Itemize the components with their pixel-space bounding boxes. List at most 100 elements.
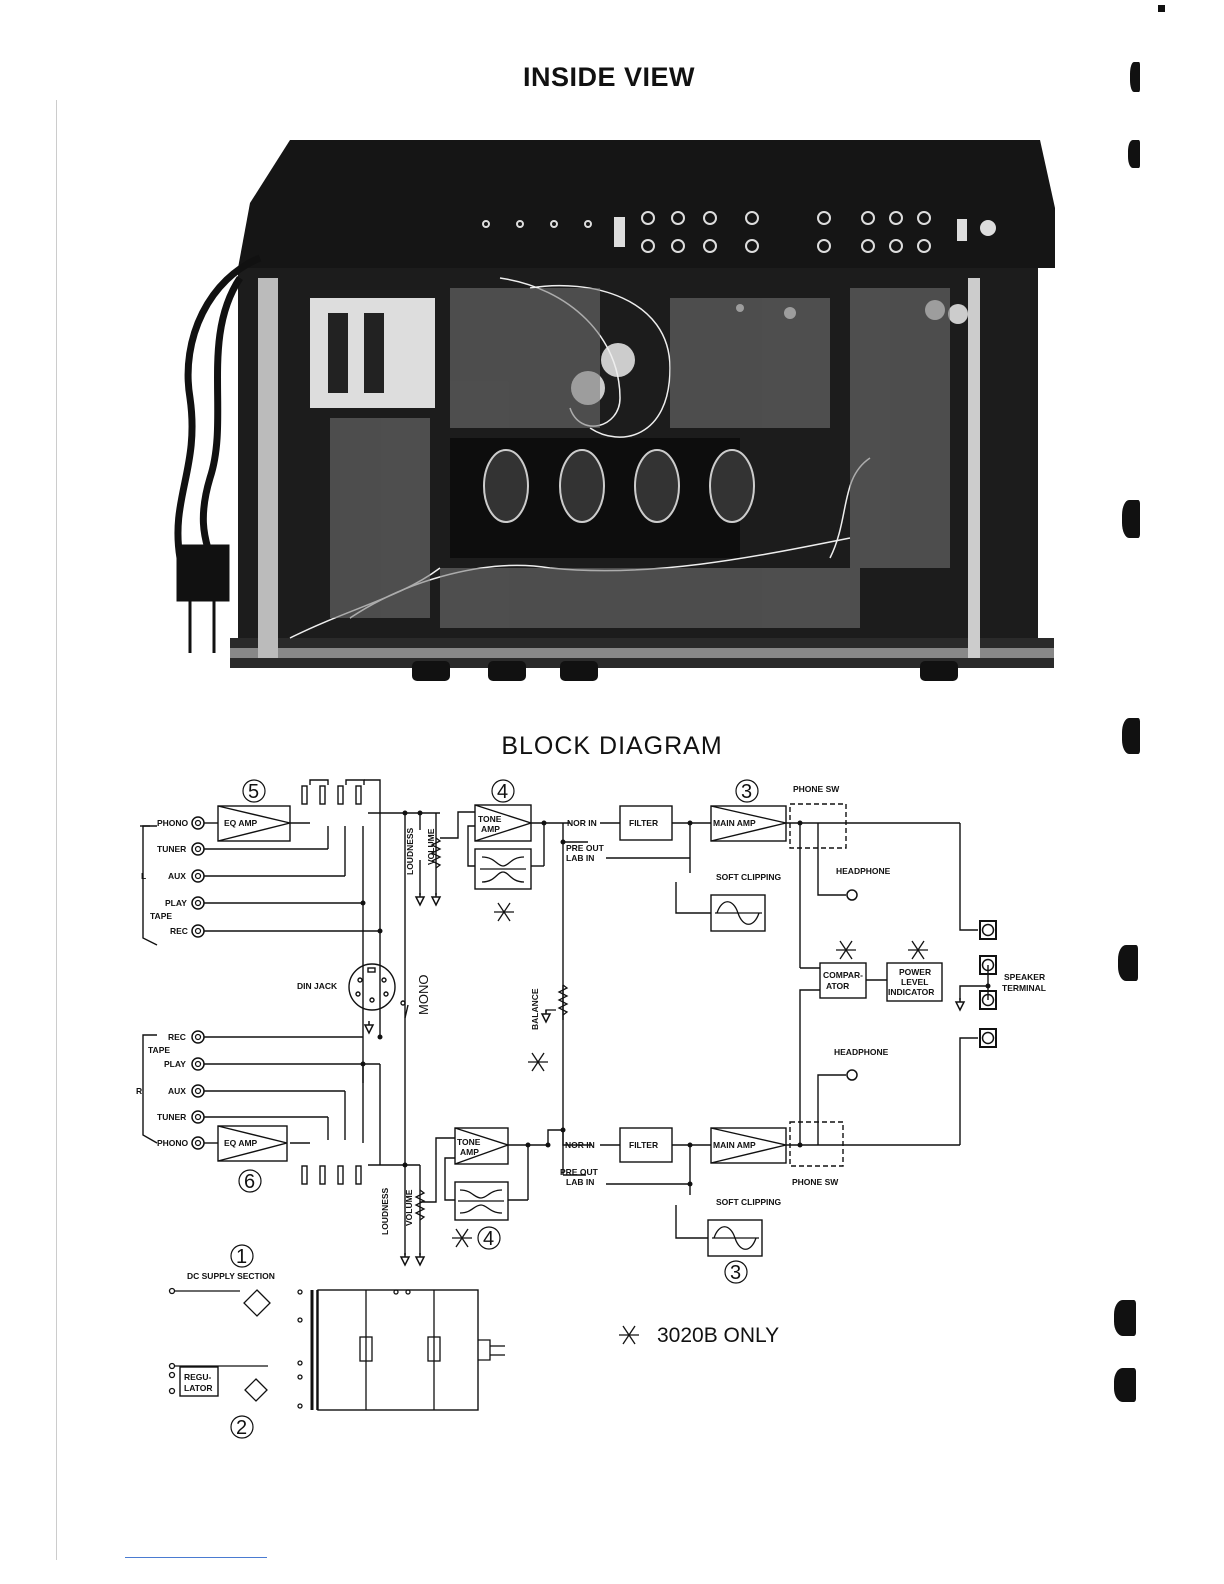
input-label-tuner-r: TUNER — [157, 1112, 186, 1122]
input-label-play-r: PLAY — [164, 1059, 186, 1069]
input-label-tuner-l: TUNER — [157, 844, 186, 854]
ref-number-3-bottom: 3 — [730, 1262, 741, 1284]
ref-number-4-right: 4 — [483, 1228, 494, 1250]
blocks — [179, 804, 943, 1411]
eq-amp-left-block — [217, 805, 291, 842]
power-level-label-1: POWER — [899, 967, 931, 977]
main-amp-right-label: MAIN AMP — [713, 1140, 756, 1150]
headphone-left-label: HEADPHONE — [836, 866, 891, 876]
output-transistors — [450, 438, 755, 558]
power-cord — [174, 254, 262, 653]
punch-hole-mark — [1130, 62, 1140, 92]
phone-sw-left-label: PHONE SW — [793, 784, 840, 794]
punch-hole-mark — [1114, 1300, 1136, 1336]
power-transformer — [310, 298, 435, 408]
volume-pot-right — [414, 1189, 426, 1221]
tone-amp-right-label-1: TONE — [457, 1137, 481, 1147]
power-supply-section — [168, 1287, 505, 1410]
loudness-label-left: LOUDNESS — [405, 827, 415, 875]
main-amp-right-block — [710, 1127, 787, 1164]
input-label-phono-r: PHONO — [157, 1138, 189, 1148]
mono-switch — [400, 1000, 409, 1019]
soft-clipping-right-label: SOFT CLIPPING — [716, 1197, 782, 1207]
input-label-aux-l: AUX — [168, 871, 186, 881]
regulator-label-1: REGU- — [184, 1372, 212, 1382]
tape-label-l: TAPE — [150, 911, 172, 921]
input-label-play-l: PLAY — [165, 898, 187, 908]
page-margin-line — [56, 100, 57, 1560]
filter-left-label: FILTER — [629, 818, 658, 828]
tone-amp-right-label-2: AMP — [460, 1147, 479, 1157]
loudness-label-right: LOUDNESS — [380, 1187, 390, 1235]
input-label-rec-r: REC — [168, 1032, 186, 1042]
punch-hole-mark — [1122, 718, 1140, 754]
ref-number-2: 2 — [236, 1417, 247, 1439]
volume-pot-left — [430, 837, 442, 869]
comparator-block — [819, 962, 867, 999]
ref-number-4-left: 4 — [497, 781, 508, 803]
speaker-terminal-label-1: SPEAKER — [1004, 972, 1045, 982]
soft-clipping-left-label: SOFT CLIPPING — [716, 872, 782, 882]
eq-amp-left-label: EQ AMP — [224, 818, 258, 828]
selector-switch-bank — [301, 779, 381, 1185]
comparator-label-1: COMPAR- — [823, 970, 863, 980]
nor-in-left-label: NOR IN — [567, 818, 597, 828]
volume-label-right: VOLUME — [404, 1189, 414, 1226]
lab-in-right-label: LAB IN — [566, 1177, 594, 1187]
rear-panel-jacks — [482, 211, 996, 253]
punch-hole-mark — [1114, 1368, 1136, 1402]
waveform-glyphs — [458, 856, 762, 1250]
input-label-phono-l: PHONO — [157, 818, 189, 828]
tape-label-r: TAPE — [148, 1045, 170, 1055]
regulator-block — [179, 1366, 219, 1397]
footnote-3020b-only: 3020B ONLY — [657, 1324, 779, 1347]
filter-right-label: FILTER — [629, 1140, 658, 1150]
tone-amp-left-label-1: TONE — [478, 814, 502, 824]
power-level-label-2: LEVEL — [901, 977, 928, 987]
ac-section-block — [317, 1289, 479, 1411]
dc-supply-label: DC SUPPLY SECTION — [187, 1271, 275, 1281]
ref-number-3-top: 3 — [741, 781, 752, 803]
input-label-aux-r: AUX — [168, 1086, 186, 1096]
speaker-terminal-label-2: TERMINAL — [1002, 983, 1046, 993]
inside-view-photo — [174, 140, 1055, 681]
side-panel-left — [258, 278, 278, 658]
balance-label: BALANCE — [530, 988, 540, 1030]
regulator-label-2: LATOR — [184, 1383, 213, 1393]
side-panel-right — [968, 278, 980, 658]
power-level-label-3: INDICATOR — [888, 987, 934, 997]
lab-in-left-label: LAB IN — [566, 853, 594, 863]
channel-label-r: R — [136, 1086, 142, 1096]
input-jacks — [191, 816, 205, 1150]
wires — [140, 796, 989, 1255]
headphone-jack-left — [846, 889, 858, 901]
inside-view-title: INSIDE VIEW — [522, 62, 696, 92]
footer-link-underline — [125, 1557, 267, 1558]
channel-label-l: L — [141, 871, 146, 881]
volume-label-left: VOLUME — [426, 828, 436, 865]
power-level-block — [886, 962, 943, 1002]
punch-hole-mark — [1118, 945, 1138, 981]
ref-number-5: 5 — [248, 781, 259, 803]
front-knobs — [412, 661, 958, 681]
punch-hole-mark — [1128, 140, 1140, 168]
phone-sw-right-label: PHONE SW — [792, 1177, 839, 1187]
junction-dots — [360, 810, 991, 1187]
pre-out-right-label: PRE OUT — [560, 1167, 599, 1177]
circuit-board-texture — [330, 288, 950, 628]
din-jack-label: DIN JACK — [297, 981, 338, 991]
filter-right-block — [619, 1127, 673, 1163]
main-amp-left-label: MAIN AMP — [713, 818, 756, 828]
pre-out-left-label: PRE OUT — [566, 843, 605, 853]
corner-mark — [1158, 5, 1165, 12]
ref-number-1: 1 — [236, 1246, 247, 1268]
filter-left-block — [619, 805, 673, 841]
din-jack-symbol — [348, 963, 396, 1011]
ref-number-6: 6 — [244, 1171, 255, 1193]
diagram-labels: PHONO TUNER AUX PLAY REC TAPE L REC PLAY… — [136, 779, 1046, 1439]
input-label-rec-l: REC — [170, 926, 188, 936]
headphone-jack-right — [846, 1069, 858, 1081]
eq-amp-right-label: EQ AMP — [224, 1138, 258, 1148]
comparator-label-2: ATOR — [826, 981, 849, 991]
